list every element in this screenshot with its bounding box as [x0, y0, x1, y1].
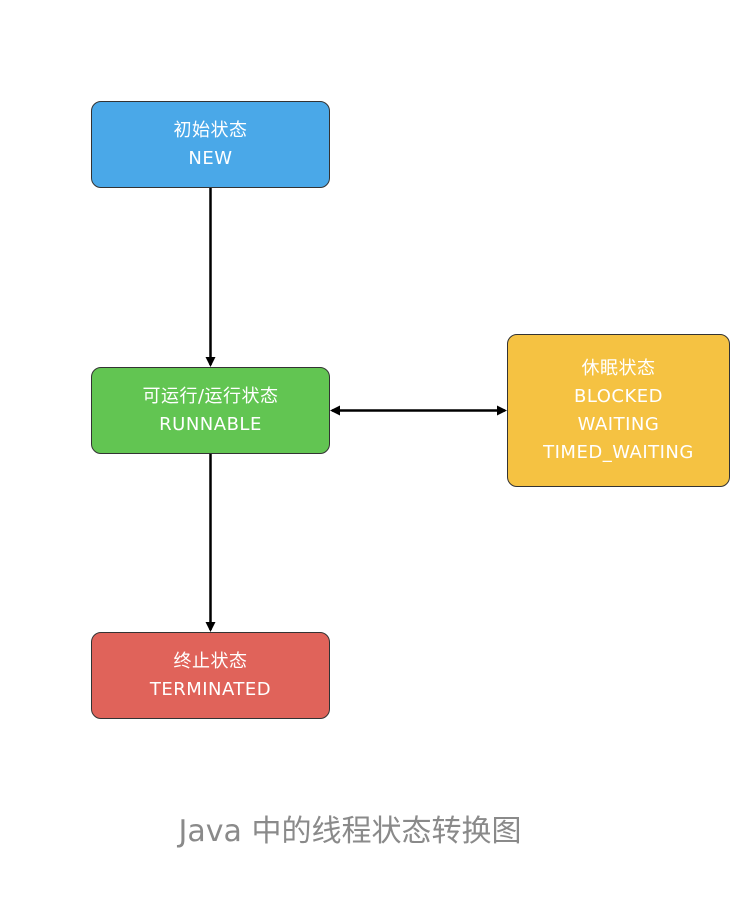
node-terminated-label-zh: 终止状态 — [173, 650, 248, 672]
node-blocked-label-en-2: WAITING — [577, 413, 660, 435]
node-new-label-en: NEW — [188, 147, 233, 169]
node-blocked-label-en-1: BLOCKED — [573, 385, 663, 407]
node-terminated: 终止状态 TERMINATED — [91, 632, 330, 719]
node-terminated-label-en: TERMINATED — [149, 678, 272, 700]
node-blocked: 休眠状态 BLOCKED WAITING TIMED_WAITING — [507, 334, 730, 487]
node-runnable: 可运行/运行状态 RUNNABLE — [91, 367, 330, 454]
node-blocked-label-en-3: TIMED_WAITING — [543, 441, 694, 463]
node-runnable-label-en: RUNNABLE — [159, 413, 262, 435]
node-new-label-zh: 初始状态 — [173, 119, 248, 141]
node-new: 初始状态 NEW — [91, 101, 330, 188]
diagram-caption: Java 中的线程状态转换图 — [178, 814, 522, 849]
node-blocked-label-zh: 休眠状态 — [581, 357, 656, 379]
node-runnable-label-zh: 可运行/运行状态 — [142, 385, 279, 407]
